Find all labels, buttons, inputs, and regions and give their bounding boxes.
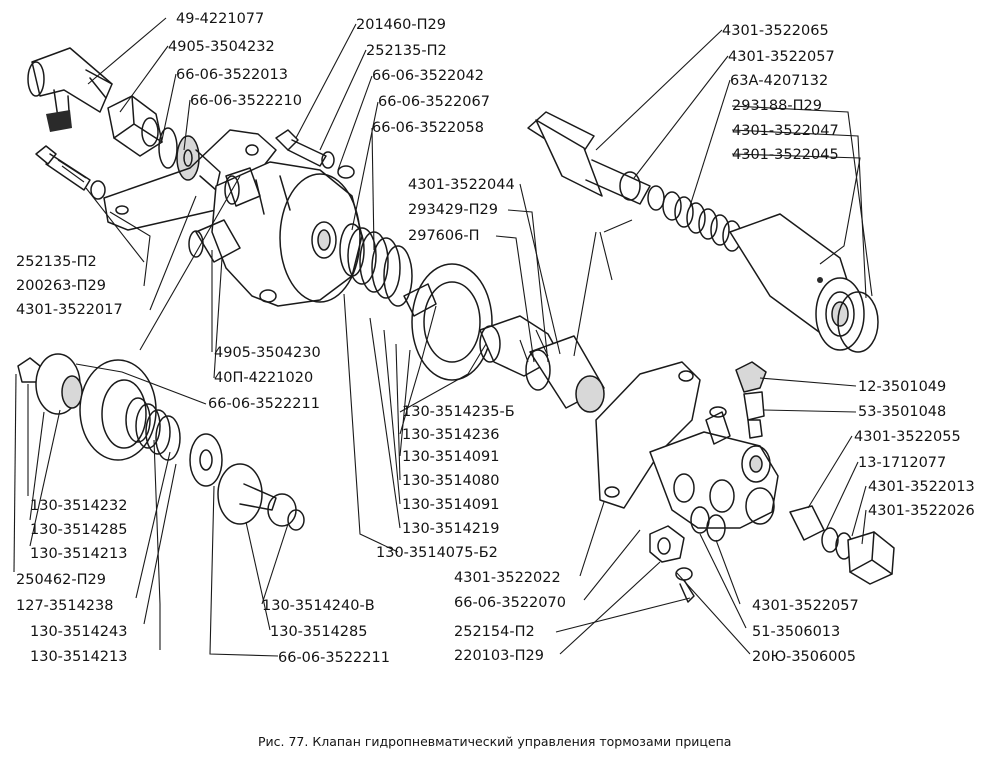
label-4905-3504232: 4905-3504232 xyxy=(168,39,275,55)
label-130-3514213-bottom: 130-3514213 xyxy=(30,649,128,665)
label-252135-p2-top: 252135-П2 xyxy=(366,43,447,59)
label-130-3514213-left: 130-3514213 xyxy=(30,546,128,562)
label-130-3514075-b2: 130-3514075-Б2 xyxy=(376,545,498,561)
label-130-3514243: 130-3514243 xyxy=(30,624,128,640)
label-66-06-3522210: 66-06-3522210 xyxy=(190,93,302,109)
union-nut xyxy=(107,95,163,157)
label-66-06-3522013: 66-06-3522013 xyxy=(176,67,288,83)
label-220103-p29: 220103-П29 xyxy=(454,648,544,664)
label-252135-p2-left: 252135-П2 xyxy=(16,254,97,270)
label-252154-p2: 252154-П2 xyxy=(454,624,535,640)
label-130-3514285-bottom: 130-3514285 xyxy=(270,624,368,640)
label-63a-4207132: 63А-4207132 xyxy=(730,73,828,89)
bolt-left xyxy=(35,145,106,200)
label-130-3514091-a: 130-3514091 xyxy=(402,449,500,465)
label-4301-3522055: 4301-3522055 xyxy=(854,429,961,445)
figure-caption: Рис. 77. Клапан гидропневматический упра… xyxy=(258,734,731,749)
label-4301-3522017: 4301-3522017 xyxy=(16,302,123,318)
diaphragm xyxy=(403,263,493,381)
label-4301-3522047: 4301-3522047 xyxy=(732,123,839,139)
label-20yu-3506005: 20Ю-3506005 xyxy=(752,649,856,665)
label-4301-3522057-top: 4301-3522057 xyxy=(728,49,835,65)
small-parts-lower xyxy=(649,506,726,603)
label-130-3514232: 130-3514232 xyxy=(30,498,128,514)
label-201460-p29: 201460-П29 xyxy=(356,17,446,33)
label-130-3514091-b: 130-3514091 xyxy=(402,497,500,513)
label-4301-3522045: 4301-3522045 xyxy=(732,147,839,163)
label-66-06-3522070: 66-06-3522070 xyxy=(454,595,566,611)
label-4301-3522044: 4301-3522044 xyxy=(408,177,515,193)
label-4301-3522013: 4301-3522013 xyxy=(868,479,975,495)
bolt-upper xyxy=(275,129,335,169)
valve-body-upper xyxy=(188,161,363,307)
label-130-3514235-b: 130-3514235-Б xyxy=(402,404,515,420)
label-66-06-3522211-bottom: 66-06-3522211 xyxy=(278,650,390,666)
label-127-3514238: 127-3514238 xyxy=(16,598,114,614)
part-drawings xyxy=(17,47,895,603)
fittings-top-right xyxy=(735,361,767,439)
spring-right xyxy=(662,191,742,252)
leader-lines xyxy=(13,17,873,657)
label-130-3514219: 130-3514219 xyxy=(402,521,500,537)
label-13-1712077: 13-1712077 xyxy=(858,455,946,471)
label-51-3506013: 51-3506013 xyxy=(752,624,840,640)
label-250462-p29: 250462-П29 xyxy=(16,572,106,588)
label-66-06-3522058: 66-06-3522058 xyxy=(372,120,484,136)
label-12-3501049: 12-3501049 xyxy=(858,379,946,395)
label-66-06-3522067: 66-06-3522067 xyxy=(378,94,490,110)
label-4301-3522065: 4301-3522065 xyxy=(722,23,829,39)
piston-assembly xyxy=(479,315,605,413)
label-66-06-3522042: 66-06-3522042 xyxy=(372,68,484,84)
spring-upper xyxy=(339,223,413,307)
label-4905-3504230: 4905-3504230 xyxy=(214,345,321,361)
label-297606-p: 297606-П xyxy=(408,228,480,244)
valve-body-lower xyxy=(595,361,779,529)
label-4301-3522057-bottom: 4301-3522057 xyxy=(752,598,859,614)
upper-right-piston xyxy=(527,111,665,211)
label-40p-4221020: 40П-4221020 xyxy=(214,370,313,386)
label-130-3514080: 130-3514080 xyxy=(402,473,500,489)
label-53-3501048: 53-3501048 xyxy=(858,404,946,420)
label-49-4221077: 49-4221077 xyxy=(176,11,264,27)
label-130-3514240-v: 130-3514240-В xyxy=(262,598,375,614)
label-293429-p29: 293429-П29 xyxy=(408,202,498,218)
mounting-bracket xyxy=(103,129,277,231)
cylinder-sleeve xyxy=(729,213,879,353)
label-293188-p29: 293188-П29 xyxy=(732,98,822,114)
part-labels: 49-4221077 4905-3504232 66-06-3522013 66… xyxy=(16,11,975,666)
plug-right xyxy=(789,505,895,585)
label-130-3514236: 130-3514236 xyxy=(402,427,500,443)
label-66-06-3522211-mid: 66-06-3522211 xyxy=(208,396,320,412)
label-130-3514285-left: 130-3514285 xyxy=(30,522,128,538)
label-200263-p29: 200263-П29 xyxy=(16,278,106,294)
elbow-fitting xyxy=(27,47,113,132)
label-4301-3522022: 4301-3522022 xyxy=(454,570,561,586)
label-4301-3522026: 4301-3522026 xyxy=(868,503,975,519)
left-spring-assembly xyxy=(17,353,305,531)
washer-set-upper xyxy=(158,127,221,191)
